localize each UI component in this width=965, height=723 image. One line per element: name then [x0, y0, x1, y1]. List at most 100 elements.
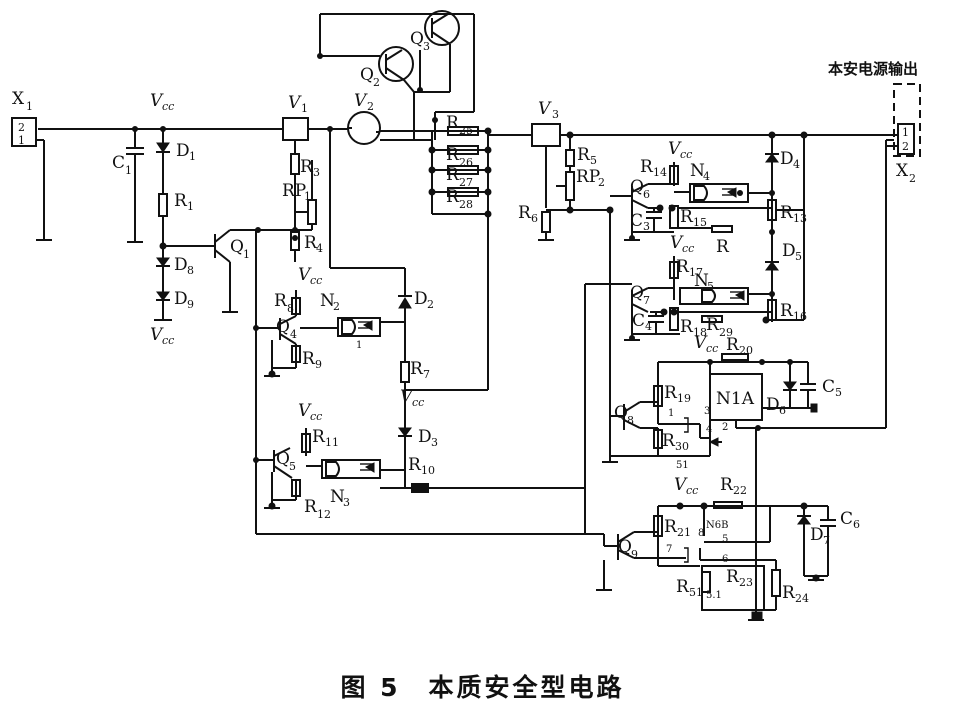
- svg-text:N1A: N1A: [716, 389, 755, 409]
- svg-text:5: 5: [590, 154, 597, 167]
- svg-text:V: V: [150, 325, 164, 345]
- svg-text:2: 2: [333, 300, 340, 313]
- svg-text:5: 5: [835, 386, 842, 399]
- svg-text:R: R: [446, 165, 460, 185]
- svg-text:D: D: [782, 241, 796, 261]
- svg-text:R: R: [720, 475, 734, 495]
- svg-text:R: R: [782, 583, 796, 603]
- svg-text:5: 5: [707, 280, 714, 293]
- svg-text:4: 4: [645, 320, 652, 333]
- svg-text:R: R: [640, 157, 654, 177]
- svg-text:26: 26: [459, 156, 473, 169]
- svg-text:3: 3: [343, 496, 350, 509]
- svg-text:V: V: [298, 401, 312, 421]
- svg-text:1: 1: [301, 102, 308, 115]
- svg-text:14: 14: [653, 166, 667, 179]
- svg-text:27: 27: [459, 176, 473, 189]
- svg-text:cc: cc: [162, 334, 174, 347]
- svg-text:4: 4: [703, 170, 710, 183]
- svg-text:R: R: [726, 335, 740, 355]
- svg-text:V: V: [400, 387, 414, 407]
- figure-number: 图 5: [340, 673, 401, 702]
- svg-text:C: C: [840, 509, 853, 529]
- svg-text:cc: cc: [682, 242, 694, 255]
- svg-text:R: R: [274, 291, 288, 311]
- svg-text:6: 6: [531, 212, 538, 225]
- svg-text:cc: cc: [412, 396, 424, 409]
- svg-text:R: R: [518, 203, 532, 223]
- svg-text:5: 5: [289, 460, 296, 473]
- svg-text:C: C: [112, 153, 125, 173]
- svg-text:RP: RP: [282, 181, 306, 201]
- svg-text:8: 8: [187, 264, 194, 277]
- svg-text:D: D: [418, 427, 432, 447]
- svg-text:3: 3: [313, 166, 320, 179]
- svg-text:10: 10: [421, 464, 435, 477]
- svg-text:R: R: [446, 113, 460, 133]
- svg-text:C: C: [630, 211, 643, 231]
- svg-text:Q: Q: [360, 65, 374, 85]
- svg-text:18: 18: [693, 326, 707, 339]
- svg-text:V: V: [670, 233, 684, 253]
- svg-text:7: 7: [423, 368, 430, 381]
- svg-text:23: 23: [739, 576, 753, 589]
- figure-caption: 图 5 本质安全型电路: [0, 668, 965, 704]
- svg-text:R: R: [680, 317, 694, 337]
- svg-text:20: 20: [739, 344, 753, 357]
- svg-text:8: 8: [627, 414, 634, 427]
- svg-text:17: 17: [689, 266, 703, 279]
- svg-text:24: 24: [795, 592, 809, 605]
- svg-text:7: 7: [823, 534, 830, 547]
- svg-text:R: R: [410, 359, 424, 379]
- svg-text:Q: Q: [410, 29, 424, 49]
- svg-text:1: 1: [668, 408, 674, 419]
- svg-text:4: 4: [290, 328, 297, 341]
- svg-text:cc: cc: [680, 148, 692, 161]
- svg-text:V: V: [668, 139, 682, 159]
- svg-text:1: 1: [187, 200, 194, 213]
- svg-text:R: R: [680, 207, 694, 227]
- svg-text:9: 9: [187, 298, 194, 311]
- svg-text:N: N: [320, 291, 335, 311]
- svg-text:C: C: [822, 377, 835, 397]
- svg-text:R: R: [300, 157, 314, 177]
- svg-text:V: V: [288, 93, 302, 113]
- svg-text:9: 9: [315, 358, 322, 371]
- svg-text:cc: cc: [686, 484, 698, 497]
- svg-text:4: 4: [316, 242, 323, 255]
- svg-text:V: V: [674, 475, 688, 495]
- svg-text:V: V: [694, 333, 708, 353]
- svg-text:V: V: [150, 91, 164, 111]
- svg-text:2: 2: [373, 76, 380, 89]
- svg-text:19: 19: [677, 392, 691, 405]
- svg-text:Q: Q: [618, 537, 632, 557]
- svg-text:Q: Q: [276, 449, 290, 469]
- svg-text:8: 8: [287, 302, 294, 315]
- svg-text:6: 6: [853, 518, 860, 531]
- svg-text:Q: Q: [276, 317, 290, 337]
- svg-text:29: 29: [719, 326, 733, 339]
- svg-text:D: D: [780, 149, 794, 169]
- svg-text:3: 3: [643, 220, 650, 233]
- svg-text:2: 2: [427, 298, 434, 311]
- figure-title: 本质安全型电路: [428, 673, 625, 702]
- svg-text:25: 25: [459, 124, 473, 137]
- svg-text:Q: Q: [614, 403, 628, 423]
- svg-text:3: 3: [423, 40, 430, 53]
- svg-text:1: 1: [125, 164, 132, 177]
- svg-text:R: R: [302, 349, 316, 369]
- svg-text:1: 1: [243, 248, 250, 261]
- svg-text:7: 7: [643, 294, 650, 307]
- svg-text:R: R: [780, 301, 794, 321]
- svg-text:N: N: [330, 487, 345, 507]
